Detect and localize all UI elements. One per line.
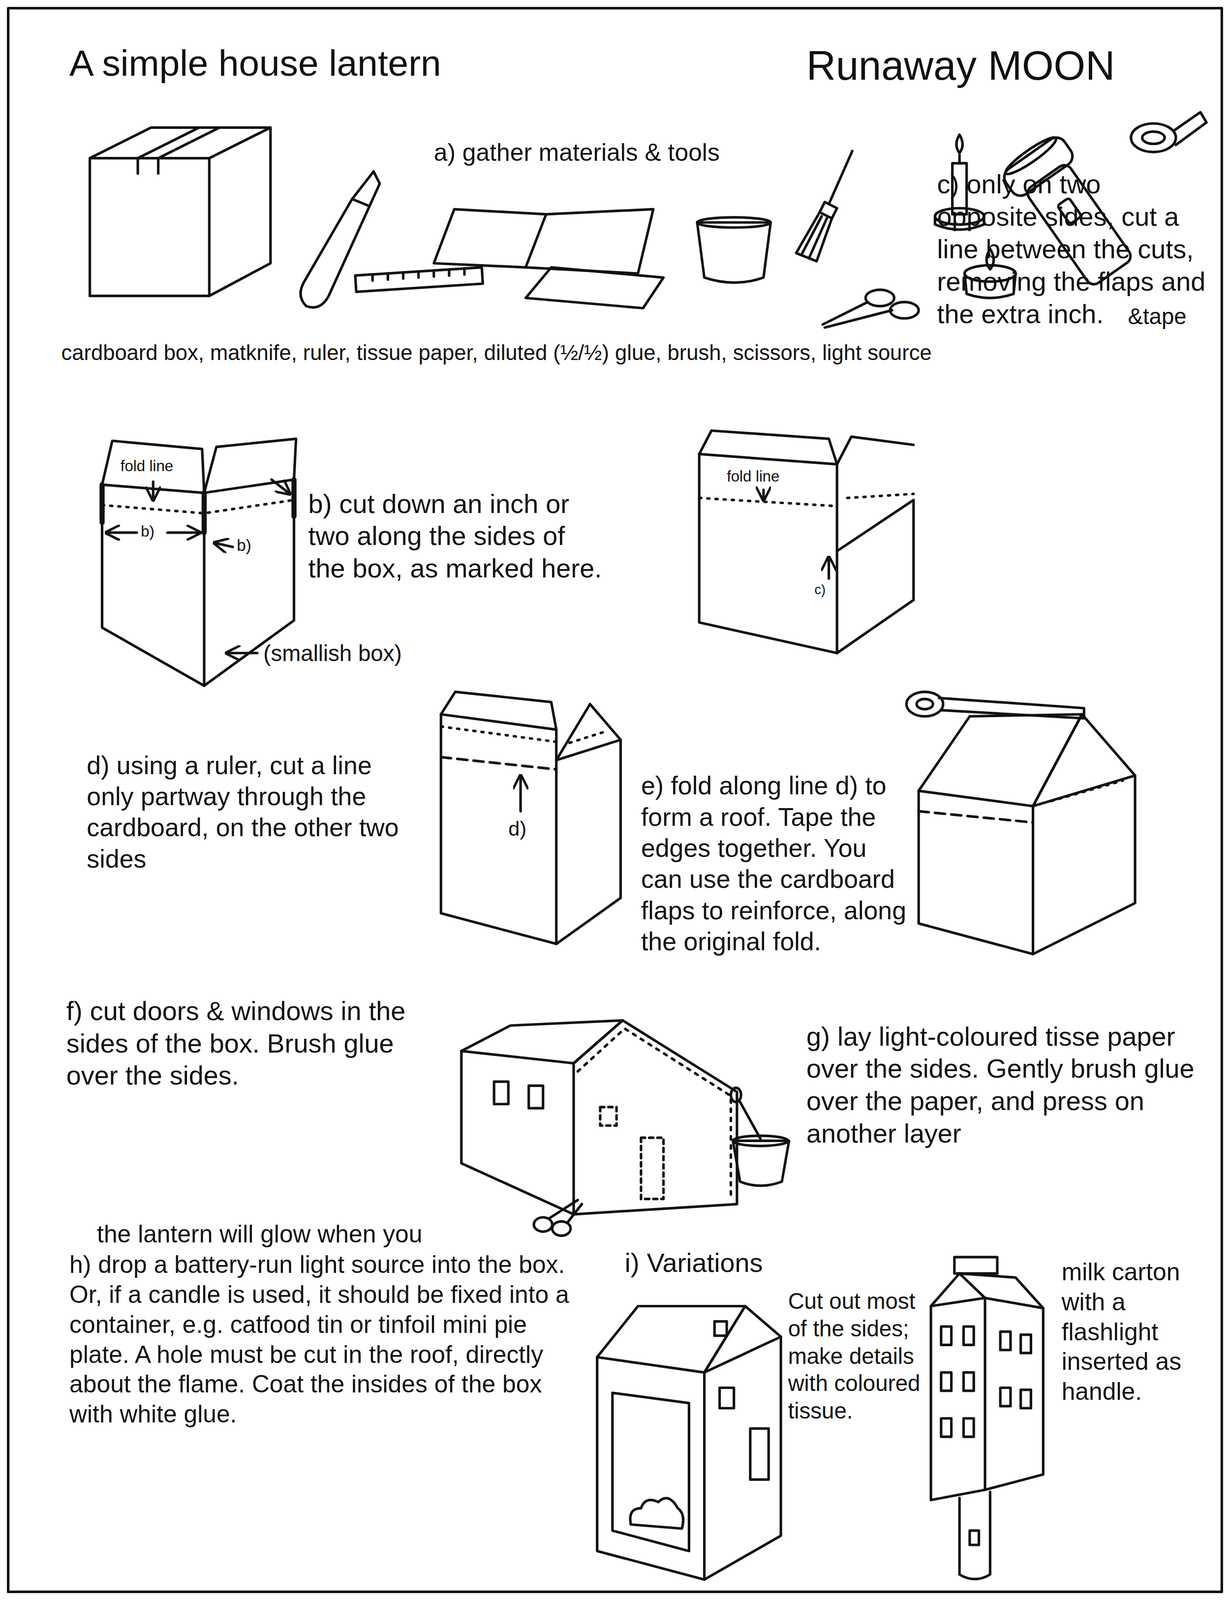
tape-roll [1131,112,1207,153]
step-note: the lantern will glow when you [96,1219,526,1250]
variation-note: milk carton with a flashlight inserted a… [1061,1257,1210,1408]
title: A simple house lantern [69,40,642,86]
callout-letter: b) [236,535,278,556]
house-step-e [906,692,1136,955]
material-note: &tape [1128,303,1210,331]
step-instruction: f) cut doors & windows in the sides of t… [66,995,414,1093]
callout-letter: d) [508,816,550,842]
step-instruction: h) drop a battery-run light source into … [69,1250,572,1430]
milk-carton-lantern [930,1257,1044,1580]
cardboard-box [90,127,271,296]
box-step-d [440,692,621,945]
fold-line-label: fold line [120,457,203,476]
callout-letter: c) [814,582,846,599]
step-heading: a) gather materials & tools [433,137,822,168]
house-step-f [461,1020,738,1215]
step-heading: i) Variations [624,1247,881,1280]
callout-letter: b) [140,522,168,542]
fold-line-label: fold line [726,467,829,487]
step-instruction: e) fold along line d) to form a roof. Ta… [641,770,915,958]
scissors [533,1200,583,1237]
box-step-c [699,430,914,653]
ruler [355,267,483,293]
step-instruction: g) lay light-coloured tisse paper over t… [806,1020,1215,1151]
house-variation [597,1306,781,1581]
brand-logo: Runaway MOON [806,40,1215,91]
glue-bowl [697,217,771,283]
step-instruction: b) cut down an inch or two along the sid… [308,488,605,585]
glue-bowl [730,1088,789,1187]
step-instruction: c) only on two opposite sides, cut a lin… [937,168,1208,331]
brush [796,151,853,262]
tissue-paper [433,209,664,308]
mat-knife [300,171,380,308]
box-note: (smallish box) [263,640,468,668]
page-border [8,8,1223,1593]
scissors [822,289,919,328]
step-instruction: d) using a ruler, cut a line only partwa… [86,750,424,875]
variation-note: Cut out most of the sides; make details … [788,1288,925,1425]
materials-list: cardboard box, matknife, ruler, tissue p… [61,339,1217,367]
